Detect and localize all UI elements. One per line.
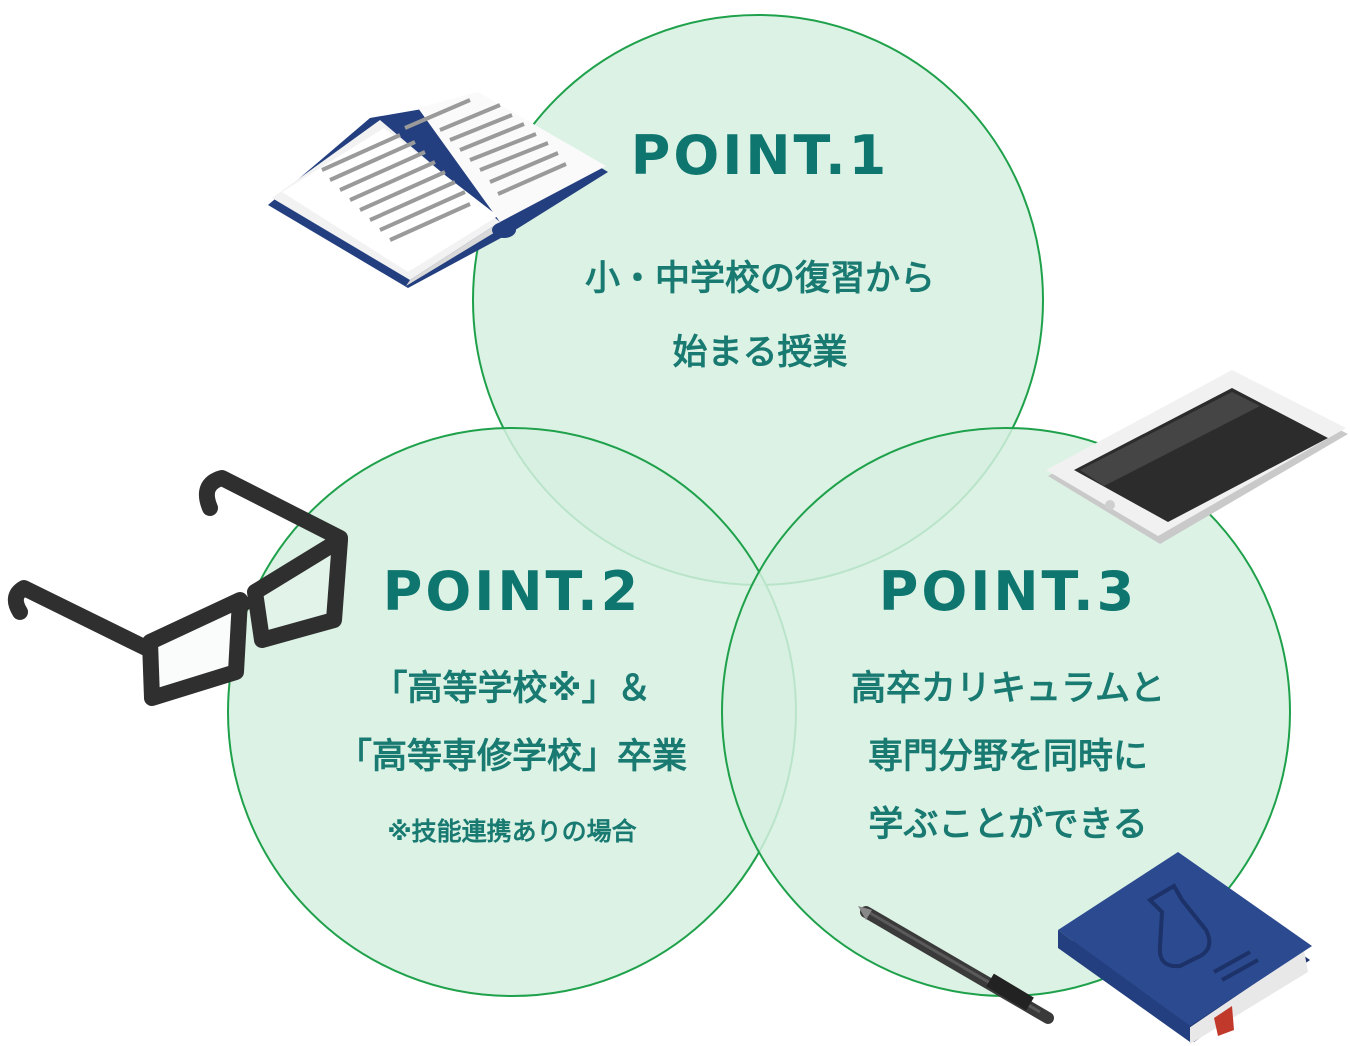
tablet-icon xyxy=(1046,370,1348,544)
point-3-line-3: 学ぶことができる xyxy=(868,805,1148,845)
point-1-line-2: 始まる授業 xyxy=(672,333,848,373)
point-2-line-1: 「高等学校※」＆ xyxy=(372,669,652,709)
point-3-line-2: 専門分野を同時に xyxy=(867,737,1148,777)
glasses-icon xyxy=(7,470,348,706)
point-1-line-1: 小・中学校の復習から xyxy=(584,259,935,299)
point-2-title: POINT.2 xyxy=(382,560,642,623)
pen-icon xyxy=(858,906,1054,1024)
point-3-title: POINT.3 xyxy=(878,560,1138,623)
open-book-icon xyxy=(268,92,608,288)
venn-circles xyxy=(227,14,1291,997)
point-2-note: ※技能連携ありの場合 xyxy=(387,817,637,846)
point-3-line-1: 高卒カリキュラムと xyxy=(851,669,1165,709)
flask-emblem xyxy=(1146,883,1259,982)
point-1-title: POINT.1 xyxy=(630,124,890,187)
closed-book-icon xyxy=(1058,852,1312,1044)
book-text-lines xyxy=(321,98,567,242)
point-2-line-2: 「高等専修学校」卒業 xyxy=(336,737,687,777)
